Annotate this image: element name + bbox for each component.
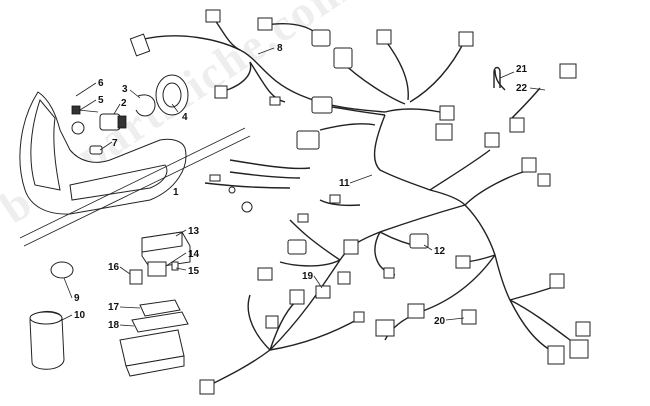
- callout-12: 12: [434, 246, 446, 257]
- callout-6: 6: [98, 78, 104, 89]
- grommet: [71, 121, 85, 135]
- callout-8: 8: [277, 43, 283, 54]
- headlight-bulb: [99, 113, 127, 131]
- position-bulb: [89, 145, 103, 155]
- rubber-boot: [155, 74, 189, 116]
- fuse-strip: [139, 299, 181, 317]
- callout-7: 7: [112, 138, 118, 149]
- callout-15: 15: [188, 266, 200, 277]
- callout-10: 10: [74, 310, 86, 321]
- connectors: [129, 9, 591, 395]
- callout-1: 1: [173, 187, 179, 198]
- callout-3: 3: [122, 84, 128, 95]
- callout-4: 4: [182, 112, 188, 123]
- callout-11: 11: [339, 178, 350, 189]
- relay-small: [129, 269, 143, 285]
- relay-large: [147, 261, 167, 277]
- callout-21: 21: [516, 64, 528, 75]
- bracket-line-bottom: [23, 135, 251, 247]
- callout-18: 18: [108, 320, 120, 331]
- harness-clip: [493, 66, 501, 88]
- callout-9: 9: [74, 293, 80, 304]
- bracket-line-top: [19, 127, 246, 239]
- callout-14: 14: [188, 249, 200, 260]
- ring-clamp: [50, 261, 74, 279]
- fuse-block: [119, 329, 185, 377]
- leader-lines: [57, 47, 546, 327]
- callout-22: 22: [516, 83, 528, 94]
- fuse-box: [141, 231, 191, 269]
- bulb-clip: [135, 94, 156, 117]
- main-harness: [139, 19, 571, 386]
- callout-2: 2: [121, 98, 127, 109]
- fuse: [171, 261, 179, 271]
- fuse-holder: [131, 311, 189, 333]
- callout-19: 19: [302, 271, 314, 282]
- callout-16: 16: [108, 262, 120, 273]
- callout-17: 17: [108, 302, 120, 313]
- protective-sleeve: [29, 311, 65, 370]
- callout-5: 5: [98, 95, 104, 106]
- headlight-housing: [19, 91, 187, 215]
- callout-13: 13: [188, 226, 200, 237]
- callout-20: 20: [434, 316, 446, 327]
